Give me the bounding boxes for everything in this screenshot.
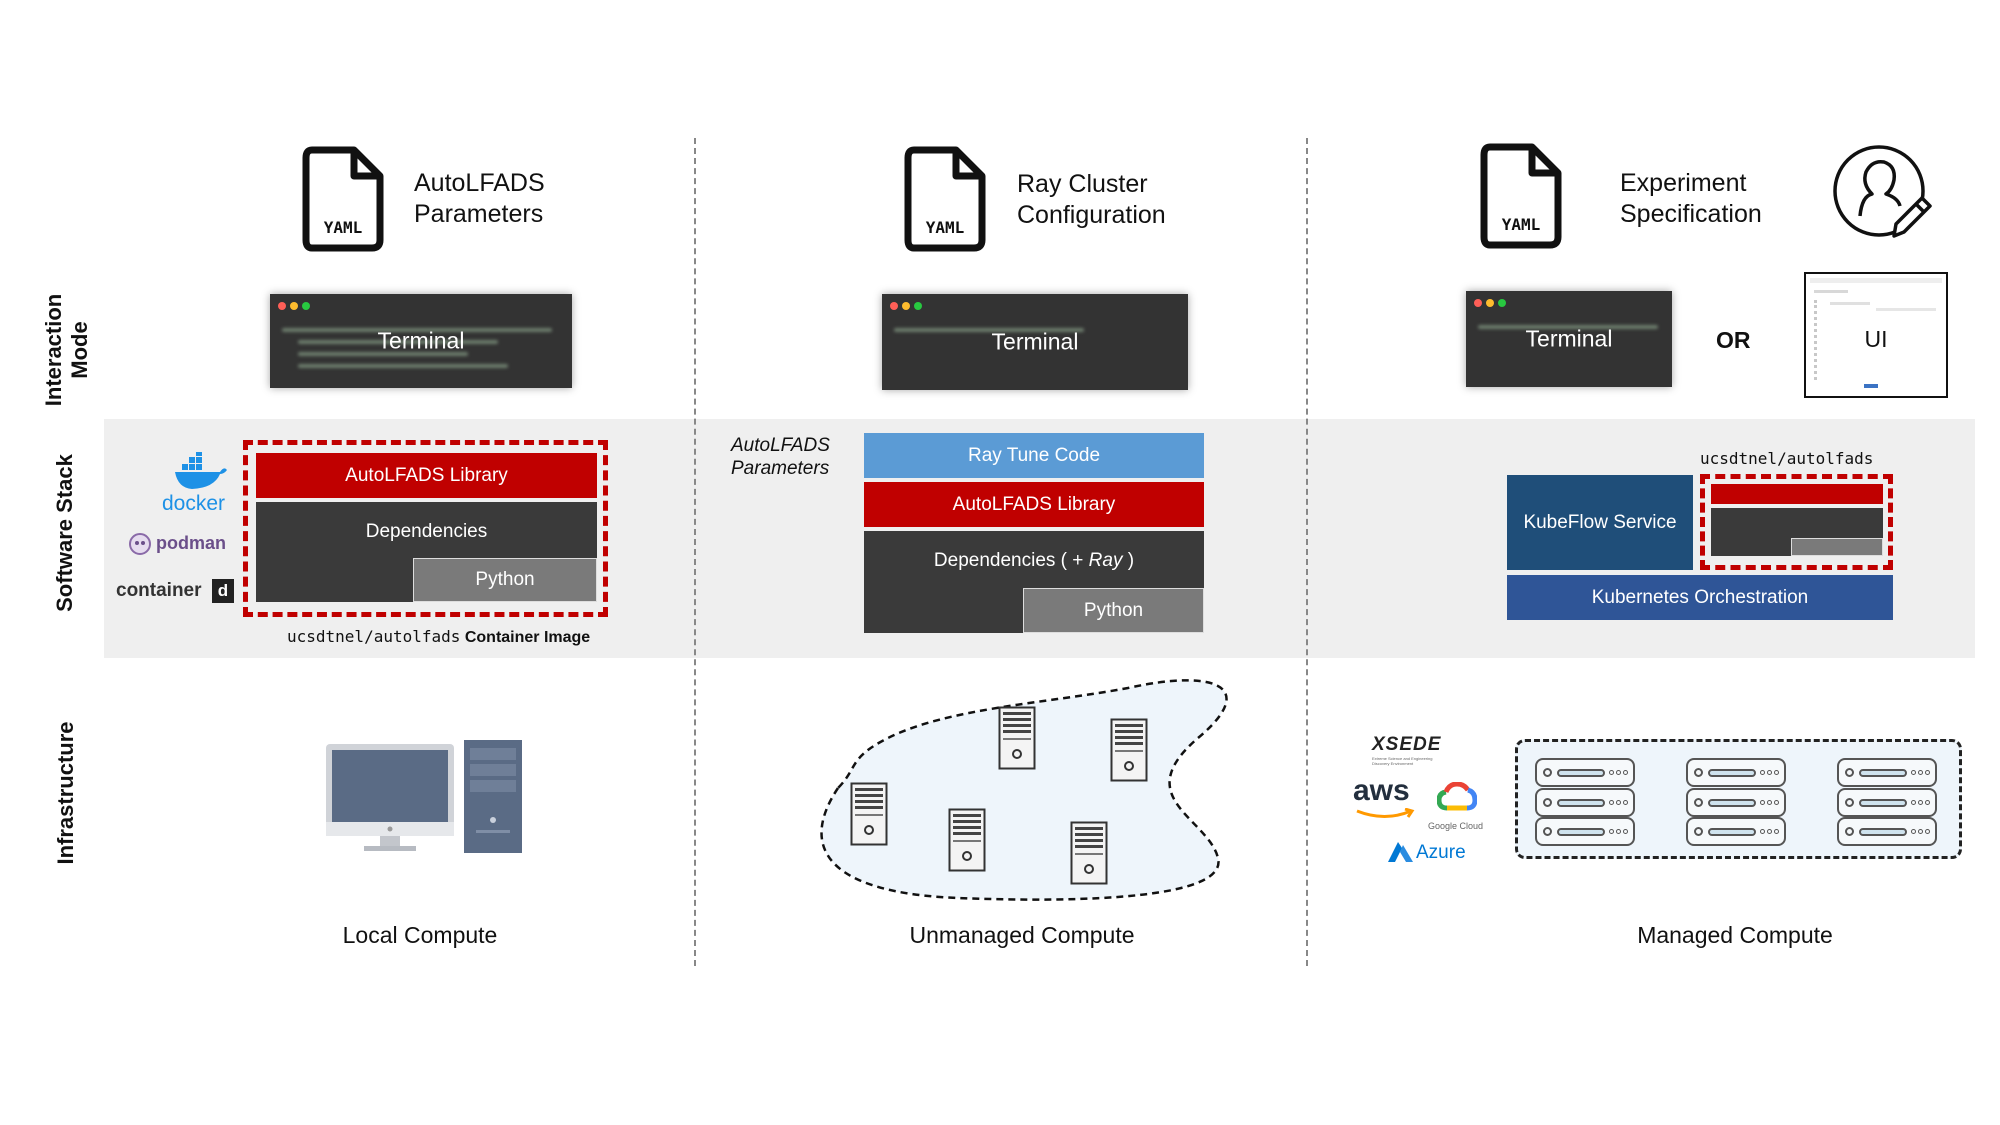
yaml-file-icon: YAML xyxy=(302,146,384,252)
server-rack-icon xyxy=(1837,817,1937,846)
yaml-label: YAML xyxy=(1502,215,1541,234)
yaml-file-icon: YAML xyxy=(1480,143,1562,249)
autolfads-parameters-note: AutoLFADS Parameters xyxy=(731,435,830,479)
tower-server-icon xyxy=(464,740,522,853)
unmanaged-compute-label: Unmanaged Compute xyxy=(909,922,1135,948)
xsede-subtext: Extreme Science and Engineering Discover… xyxy=(1372,756,1433,766)
desktop-computer-icon xyxy=(326,744,454,851)
server-rack-icon xyxy=(1535,758,1635,787)
podman-icon xyxy=(129,533,151,555)
xsede-logo: XSEDE Extreme Science and Engineering Di… xyxy=(1372,734,1472,766)
container-image-outline xyxy=(243,440,608,617)
server-rack-icon xyxy=(1535,788,1635,817)
autolfads-library-block: AutoLFADS Library xyxy=(256,453,597,498)
xsede-text: XSEDE xyxy=(1372,734,1442,755)
container-image-caption: ucsdtnel/autolfads Container Image xyxy=(287,627,590,647)
server-rack-icon xyxy=(1837,788,1937,817)
tower-server-icon xyxy=(1070,821,1108,885)
yaml-file-icon: YAML xyxy=(904,146,986,252)
terminal-label: Terminal xyxy=(1525,325,1613,352)
server-rack-icon xyxy=(1686,788,1786,817)
containerd-icon: d xyxy=(212,579,234,603)
ray-tune-code-block: Ray Tune Code xyxy=(864,433,1204,478)
local-compute-label: Local Compute xyxy=(342,922,498,948)
tower-server-icon xyxy=(1110,718,1148,782)
row-label-infrastructure: Infrastructure xyxy=(53,721,78,865)
autolfads-library-block: AutoLFADS Library xyxy=(864,482,1204,527)
column-divider-2 xyxy=(1306,138,1308,966)
yaml-label: YAML xyxy=(926,218,965,237)
tower-server-icon xyxy=(850,782,888,846)
azure-logo: Azure xyxy=(1386,840,1476,866)
tower-server-icon xyxy=(948,808,986,872)
server-rack-icon xyxy=(1686,758,1786,787)
server-rack-icon xyxy=(1686,817,1786,846)
terminal-window[interactable]: Terminal xyxy=(270,294,572,388)
aws-logo: aws xyxy=(1353,776,1417,822)
podman-logo: podman xyxy=(128,532,238,556)
podman-text: podman xyxy=(156,533,226,553)
managed-compute-label: Managed Compute xyxy=(1637,922,1833,948)
azure-text: Azure xyxy=(1416,842,1466,863)
column-divider-1 xyxy=(694,138,696,966)
terminal-window[interactable]: Terminal xyxy=(1466,291,1672,387)
python-block: Python xyxy=(413,558,597,602)
google-cloud-text: Google Cloud xyxy=(1428,821,1484,831)
config-text-experiment: Experiment Specification xyxy=(1620,169,1762,228)
container-image-name: ucsdtnel/autolfads xyxy=(1700,449,1874,468)
terminal-window[interactable]: Terminal xyxy=(882,294,1188,390)
tower-server-icon xyxy=(998,706,1036,770)
kubernetes-orchestration-block: Kubernetes Orchestration xyxy=(1507,575,1893,620)
server-rack-icon xyxy=(1837,758,1937,787)
server-rack-icon xyxy=(1535,817,1635,846)
container-image-outline xyxy=(1700,474,1893,570)
azure-icon xyxy=(1388,842,1413,862)
kubeflow-service-block: KubeFlow Service xyxy=(1507,475,1693,570)
google-cloud-logo: Google Cloud xyxy=(1428,782,1488,834)
dependencies-label: Dependencies ( + Ray ) xyxy=(933,550,1135,571)
python-block: Python xyxy=(1023,588,1204,633)
aws-icon: aws xyxy=(1353,774,1410,807)
user-edit-icon xyxy=(1833,145,1932,238)
ui-label: UI xyxy=(1864,326,1888,352)
python-block xyxy=(1791,538,1883,556)
row-label-software: Software Stack xyxy=(52,454,77,612)
autolfads-library-block xyxy=(1711,484,1883,504)
terminal-label: Terminal xyxy=(377,327,465,354)
image-suffix: Container Image xyxy=(464,629,591,646)
config-text-ray: Ray Cluster Configuration xyxy=(1017,170,1166,229)
terminal-label: Terminal xyxy=(991,328,1079,355)
ui-window[interactable]: UI xyxy=(1804,272,1948,398)
containerd-text: container xyxy=(116,580,202,601)
google-cloud-icon xyxy=(1437,782,1477,811)
docker-icon xyxy=(175,452,227,489)
config-text-autolfads: AutoLFADS Parameters xyxy=(414,169,545,228)
dependencies-label: Dependencies xyxy=(365,521,488,542)
containerd-logo: container d xyxy=(116,579,240,605)
yaml-label: YAML xyxy=(324,218,363,237)
image-name: ucsdtnel/autolfads xyxy=(287,627,461,646)
or-label: OR xyxy=(1716,327,1751,353)
row-label-interaction: Interaction Mode xyxy=(41,293,92,407)
docker-logo: docker xyxy=(160,452,240,518)
docker-text: docker xyxy=(162,492,226,515)
